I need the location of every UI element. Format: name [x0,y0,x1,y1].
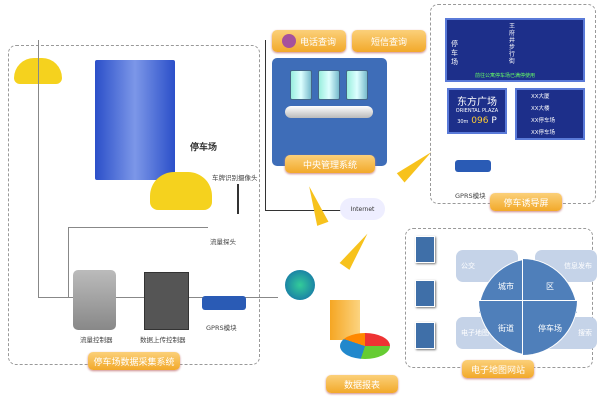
map-site-tag: 电子地图网站 [462,360,534,378]
document-house-icon [415,236,435,263]
probe-label: 流量探头 [210,238,236,246]
upload-controller-icon [144,272,189,330]
phone-query-tag: 电话查询 [272,30,346,52]
parking-data-collection-tag: 停车场数据采集系统 [88,352,180,370]
pie-chart-icon [340,333,390,359]
router-icon [202,296,246,310]
server-icon [318,70,340,100]
internet-cloud: Internet [340,198,385,220]
data-report-tag: 数据报表 [326,375,398,393]
car-icon [150,172,212,210]
flow-controller-icon [73,270,116,330]
document-globe-icon [415,322,435,349]
network-bus [285,106,373,118]
map-sign: 停车场 王府井步行街 前往公寓停车场已满停使用 [445,18,585,82]
guidance-screen-tag: 停车诱导屏 [490,193,562,211]
upload-controller-label: 数据上传控制器 [140,336,186,344]
sms-query-tag: 短信查询 [352,30,426,52]
gprs-label: GPRS模块 [455,192,486,200]
plaza-sign: 东方广场 ORIENTAL PLAZA 30m 096 P [447,88,507,134]
camera-label: 车牌识别摄像头 [212,174,258,182]
camera-icon [237,184,239,214]
parking-lot-title: 停车场 [190,143,218,153]
buildings-icon [95,60,175,180]
server-icon [346,70,368,100]
globe-antenna-icon [285,270,315,300]
router-icon [455,160,491,172]
flow-controller-label: 流量控制器 [80,336,113,344]
phone-icon [281,34,296,48]
direction-sign: XX大厦 XX大楼 XX停车场 XX停车场 [515,88,585,140]
gprs-label: GPRS模块 [206,324,237,332]
document-globe-icon [415,280,435,307]
server-icon [290,70,312,100]
central-system-tag: 中央管理系统 [285,155,375,173]
